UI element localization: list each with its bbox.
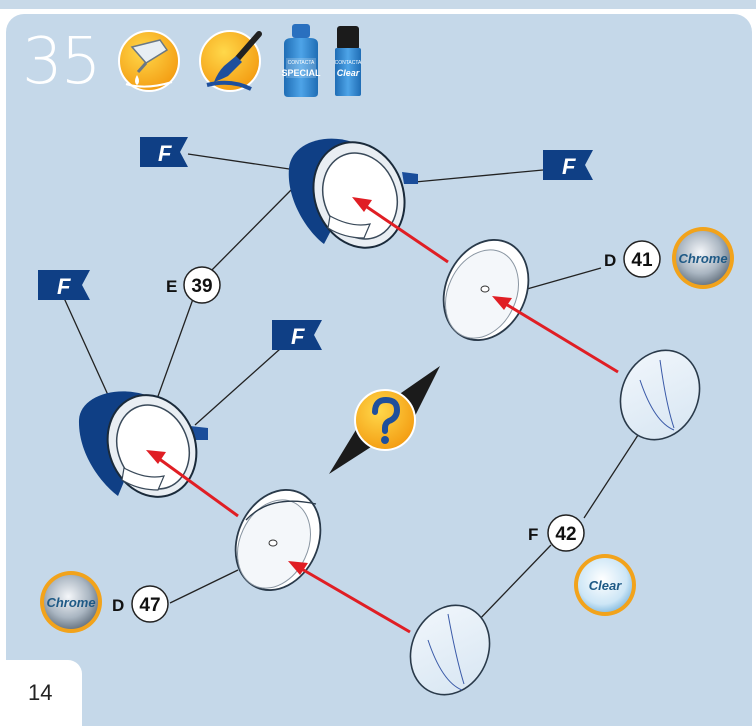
badge-label: Chrome — [46, 595, 95, 610]
page-number: 14 — [28, 680, 53, 705]
paintbrush-icon — [199, 30, 262, 92]
badge-label: Clear — [589, 578, 622, 593]
glue-drop-icon — [118, 30, 180, 92]
step-panel — [6, 14, 752, 726]
clear-bottle-label: Clear — [337, 68, 360, 78]
step-number: 35 — [22, 25, 101, 99]
clear-bottle-brand: CONTACTA — [335, 60, 362, 66]
special-bottle-label: SPECIAL — [281, 68, 321, 78]
callout-f42: F 42 — [528, 514, 585, 552]
flag-f-middle: F — [272, 320, 322, 350]
question-swap-icon — [329, 366, 440, 474]
callout-e39: E 39 — [166, 266, 221, 304]
flag-label: F — [291, 324, 305, 349]
callout-letter: E — [166, 277, 177, 296]
upper-headlight-shell — [288, 138, 418, 249]
callout-letter: D — [112, 596, 124, 615]
callout-letter: D — [604, 251, 616, 270]
clear-lens-upper — [619, 349, 701, 441]
flag-f-top-left: F — [140, 137, 188, 167]
callout-number: 47 — [139, 595, 160, 616]
chrome-paint-badge-lower: Chrome — [40, 571, 102, 633]
leader-lines — [63, 153, 641, 626]
flag-f-left: F — [38, 270, 90, 300]
badge-label: Chrome — [678, 251, 727, 266]
special-glue-bottle-icon: CONTACTA SPECIAL — [281, 24, 321, 97]
flag-label: F — [158, 141, 172, 166]
clear-lens-lower — [409, 604, 491, 696]
clear-glue-bottle-icon: CONTACTA Clear — [335, 26, 362, 96]
lower-headlight-shell — [78, 391, 208, 498]
callout-number: 39 — [191, 276, 212, 297]
callout-number: 42 — [555, 524, 576, 545]
clear-paint-badge: Clear — [574, 554, 636, 616]
callout-number: 41 — [631, 250, 653, 271]
reflector-disc-d41 — [442, 239, 530, 341]
reflector-disc-d47 — [234, 489, 322, 591]
flag-f-top-right: F — [543, 150, 593, 180]
callout-d47: D 47 — [112, 585, 169, 623]
special-bottle-brand: CONTACTA — [288, 60, 315, 66]
top-strip — [0, 0, 756, 11]
callout-letter: F — [528, 525, 538, 544]
assembly-arrows — [146, 197, 619, 634]
chrome-paint-badge-upper: Chrome — [672, 227, 734, 289]
page-number-tab — [0, 660, 82, 726]
flag-label: F — [57, 274, 71, 299]
flag-label: F — [562, 154, 576, 179]
callout-d41: D 41 — [604, 240, 661, 278]
